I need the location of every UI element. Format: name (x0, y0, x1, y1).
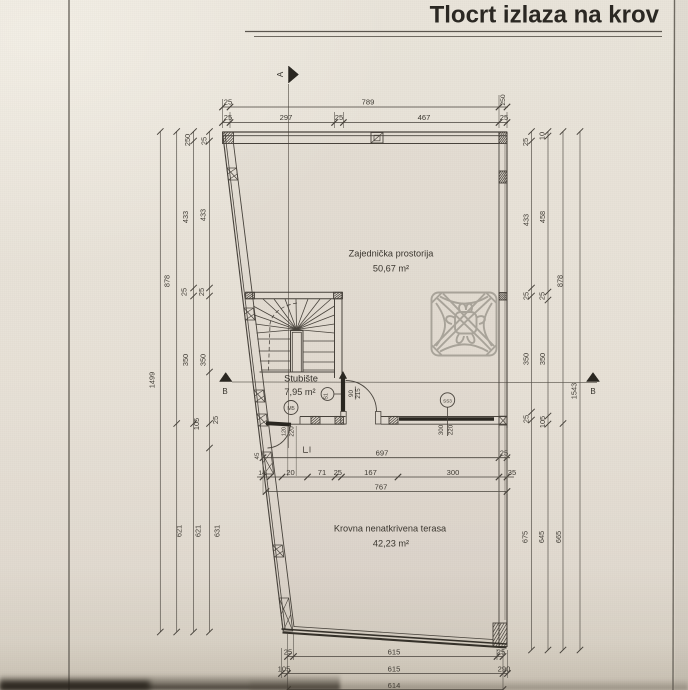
svg-text:878: 878 (556, 275, 565, 287)
svg-text:297: 297 (280, 113, 293, 122)
svg-text:105: 105 (278, 665, 291, 674)
svg-text:767: 767 (375, 483, 388, 492)
svg-text:50,67 m²: 50,67 m² (373, 264, 409, 274)
svg-text:675: 675 (521, 531, 530, 543)
svg-text:90: 90 (348, 390, 355, 397)
svg-text:25: 25 (197, 288, 206, 296)
svg-text:665: 665 (554, 531, 563, 543)
svg-text:20: 20 (286, 468, 294, 477)
svg-text:25: 25 (521, 138, 530, 146)
svg-text:B: B (590, 387, 595, 396)
svg-text:250: 250 (500, 94, 507, 106)
svg-text:25: 25 (522, 292, 531, 300)
svg-text:25: 25 (500, 113, 508, 122)
svg-text:350: 350 (522, 353, 531, 365)
svg-text:SS3: SS3 (443, 398, 452, 403)
svg-text:878: 878 (163, 275, 172, 287)
svg-text:1499: 1499 (148, 372, 157, 388)
svg-text:300: 300 (447, 468, 460, 477)
svg-text:350: 350 (538, 353, 547, 365)
svg-text:14: 14 (258, 470, 266, 477)
svg-text:35: 35 (508, 468, 516, 477)
svg-text:25: 25 (284, 648, 292, 657)
svg-text:25: 25 (211, 416, 220, 424)
svg-text:25: 25 (200, 137, 209, 145)
svg-text:25: 25 (500, 449, 508, 458)
svg-text:350: 350 (181, 354, 190, 366)
svg-text:621: 621 (175, 525, 184, 537)
svg-text:167: 167 (364, 468, 377, 477)
svg-text:697: 697 (376, 449, 389, 458)
svg-text:215: 215 (355, 388, 362, 399)
svg-text:25: 25 (224, 113, 232, 122)
svg-text:350: 350 (199, 354, 208, 366)
svg-text:105: 105 (192, 418, 201, 430)
svg-text:Krovna nenatkrivena terasa: Krovna nenatkrivena terasa (334, 524, 447, 534)
svg-text:B: B (222, 387, 227, 396)
svg-text:M5: M5 (287, 406, 294, 412)
svg-text:105: 105 (538, 416, 547, 428)
svg-text:10: 10 (538, 132, 547, 140)
svg-text:25: 25 (497, 648, 505, 657)
svg-text:A: A (276, 71, 285, 77)
svg-text:789: 789 (362, 98, 375, 107)
svg-text:45: 45 (254, 452, 261, 459)
svg-text:25: 25 (538, 292, 547, 300)
svg-text:1543: 1543 (570, 383, 579, 399)
svg-text:290: 290 (498, 665, 511, 674)
svg-text:467: 467 (418, 113, 431, 122)
svg-text:615: 615 (388, 648, 401, 657)
svg-text:220: 220 (447, 424, 454, 435)
svg-text:433: 433 (199, 209, 208, 221)
svg-text:645: 645 (537, 531, 546, 543)
svg-text:25: 25 (334, 468, 342, 477)
svg-text:621: 621 (194, 525, 203, 537)
svg-text:614: 614 (388, 681, 401, 690)
svg-text:25: 25 (335, 113, 343, 122)
svg-text:120: 120 (282, 427, 288, 436)
svg-text:220: 220 (289, 426, 296, 437)
svg-text:433: 433 (181, 211, 190, 223)
svg-text:Zajednička prostorija: Zajednička prostorija (349, 249, 435, 259)
svg-text:433: 433 (522, 214, 531, 226)
svg-text:Tlocrt izlaza na krov: Tlocrt izlaza na krov (430, 2, 660, 29)
svg-text:7,95 m²: 7,95 m² (284, 387, 315, 397)
svg-text:42,23 m²: 42,23 m² (373, 539, 409, 549)
svg-text:Stubište: Stubište (284, 373, 318, 384)
svg-text:631: 631 (213, 525, 222, 537)
svg-text:25: 25 (522, 415, 531, 423)
svg-text:25: 25 (224, 98, 232, 107)
svg-text:615: 615 (388, 665, 401, 674)
svg-text:250: 250 (183, 134, 192, 146)
svg-text:71: 71 (318, 468, 326, 477)
svg-text:300: 300 (438, 424, 445, 435)
svg-text:458: 458 (538, 211, 547, 223)
svg-text:25: 25 (180, 288, 189, 296)
svg-text:S1: S1 (324, 393, 330, 399)
